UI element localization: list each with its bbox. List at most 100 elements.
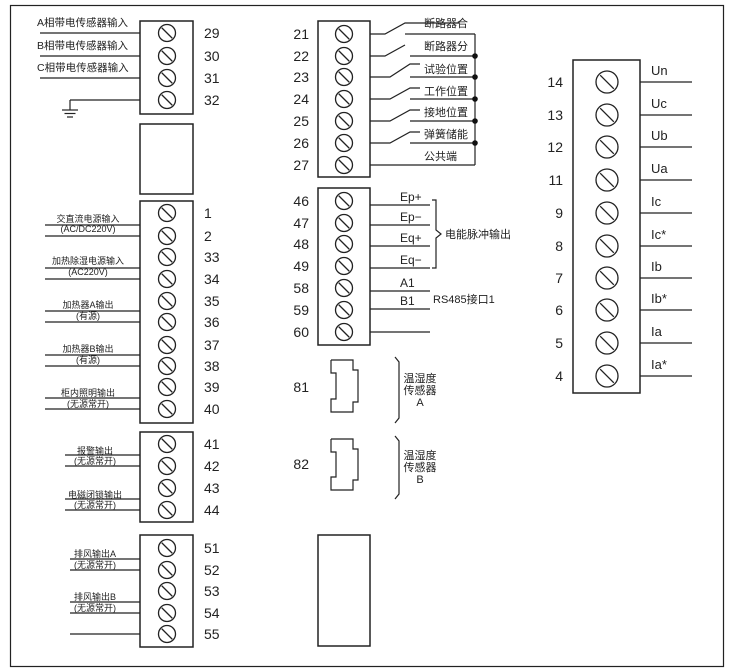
terminal-number: 51 — [204, 540, 220, 556]
terminal-number: 22 — [293, 48, 309, 64]
screw-slot — [338, 159, 350, 171]
terminal-number: 33 — [204, 249, 220, 265]
screw-slot — [338, 238, 350, 250]
output-label: (有源) — [76, 310, 100, 321]
position-signal-label: 公共端 — [424, 150, 457, 163]
output-label: (AC/DC220V) — [60, 224, 115, 234]
sensor-label: 传感器 — [404, 384, 437, 397]
screw-slot — [161, 504, 173, 516]
terminal-number: 25 — [293, 113, 309, 129]
output-label: (有源) — [76, 354, 100, 365]
terminal-number: 23 — [293, 69, 309, 85]
voltage-current-label: Ic* — [651, 227, 666, 242]
screw-slot — [161, 628, 173, 640]
signal-label: Ep− — [400, 210, 422, 224]
output-label: (AC220V) — [68, 267, 108, 277]
screw-slot — [338, 28, 350, 40]
pulse-brace — [432, 199, 442, 269]
rs485-label: RS485接口1 — [433, 293, 495, 306]
screw-slot — [599, 302, 615, 318]
terminal-number: 48 — [293, 236, 309, 252]
screw-slot — [338, 195, 350, 207]
terminal-number: 2 — [204, 228, 212, 244]
screw-slot — [161, 207, 173, 219]
terminal-number: 35 — [204, 293, 220, 309]
terminal-number: 6 — [555, 302, 563, 318]
screw-slot — [338, 217, 350, 229]
wire — [370, 109, 420, 122]
screw-slot — [338, 137, 350, 149]
terminal-number: 8 — [555, 238, 563, 254]
terminal-number: 27 — [293, 157, 309, 173]
screw-slot — [161, 316, 173, 328]
junction-dot — [472, 118, 478, 124]
wire — [370, 87, 420, 100]
output-label: 加热器B输出 — [62, 343, 113, 354]
terminal-number: 30 — [204, 48, 220, 64]
terminal-number: 52 — [204, 562, 220, 578]
screw-slot — [599, 139, 615, 155]
terminal-number: 39 — [204, 379, 220, 395]
screw-slot — [161, 230, 173, 242]
terminal-number: 41 — [204, 436, 220, 452]
output-label: 加热除湿电源输入 — [52, 255, 124, 266]
terminal-number: 26 — [293, 135, 309, 151]
screw-slot — [161, 295, 173, 307]
screw-slot — [161, 72, 173, 84]
screw-slot — [161, 94, 173, 106]
screw-slot — [599, 335, 615, 351]
voltage-current-label: Ib* — [651, 291, 667, 306]
terminal-number: 7 — [555, 270, 563, 286]
terminal-number: 55 — [204, 626, 220, 642]
junction-dot — [472, 96, 478, 102]
screw-slot — [599, 270, 615, 286]
terminal-number: 49 — [293, 258, 309, 274]
terminal-number: 24 — [293, 91, 309, 107]
signal-label: Eq− — [400, 253, 422, 267]
terminal-number: 60 — [293, 324, 309, 340]
position-signal-label: 弹簧储能 — [424, 127, 468, 141]
screw-slot — [599, 205, 615, 221]
output-label: 排风输出A — [74, 548, 116, 559]
screw-slot — [338, 304, 350, 316]
terminal-number: 4 — [555, 368, 563, 384]
screw-slot — [161, 381, 173, 393]
voltage-current-label: Ic — [651, 194, 662, 209]
screw-slot — [161, 460, 173, 472]
terminal-number: 1 — [204, 205, 212, 221]
terminal-block-1-40 — [139, 200, 194, 424]
sensor-label: A — [416, 397, 424, 409]
terminal-block-41-44 — [139, 431, 194, 523]
terminal-number: 13 — [547, 107, 563, 123]
screw-slot — [161, 50, 173, 62]
wire — [370, 63, 420, 78]
terminal-block-29-32 — [139, 20, 194, 115]
signal-label: Ep+ — [400, 190, 422, 204]
wire — [370, 22, 460, 35]
terminal-number: 34 — [204, 271, 220, 287]
sensor-number: 82 — [293, 456, 309, 472]
pulse-output-label: 电能脉冲输出 — [445, 227, 511, 241]
terminal-number: 53 — [204, 583, 220, 599]
screw-slot — [161, 607, 173, 619]
voltage-current-label: Uc — [651, 96, 667, 111]
voltage-current-label: Un — [651, 63, 668, 78]
screw-slot — [161, 273, 173, 285]
blank-module — [139, 123, 194, 195]
screw-slot — [161, 251, 173, 263]
sensor-label: 温湿度 — [404, 448, 437, 462]
terminal-number: 37 — [204, 337, 220, 353]
terminal-number: 36 — [204, 314, 220, 330]
output-label: (无源常开) — [74, 559, 116, 570]
screw-slot — [338, 260, 350, 272]
screw-slot — [161, 339, 173, 351]
screw-slot — [161, 403, 173, 415]
voltage-current-label: Ub — [651, 128, 668, 143]
signal-label: Eq+ — [400, 231, 422, 245]
terminal-number: 42 — [204, 458, 220, 474]
sensor-brace — [394, 435, 400, 500]
terminal-number: 58 — [293, 280, 309, 296]
terminal-number: 9 — [555, 205, 563, 221]
terminal-block-51-55 — [139, 534, 194, 648]
screw-slot — [161, 27, 173, 39]
